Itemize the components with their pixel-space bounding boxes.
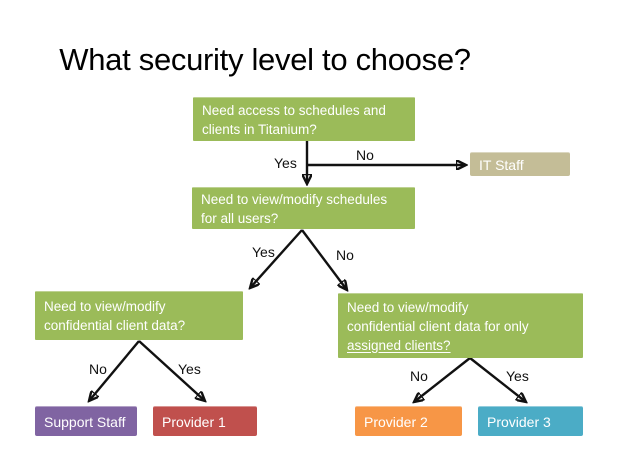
decision-box-confidential-data: Need to view/modify confidential client … [35,291,243,340]
branch-label-yes: Yes [252,244,275,260]
result-box-provider-2: Provider 2 [355,406,462,436]
decision-text-line: Need access to schedules and [202,102,386,118]
decision-text-line: clients in Titanium? [202,121,317,137]
decision-box-access-titanium: Need access to schedules and clients in … [193,97,415,141]
branch-label-yes: Yes [274,155,297,171]
decision-text-line: for all users? [201,210,279,226]
result-label: IT Staff [479,156,524,173]
result-box-support-staff: Support Staff [35,406,137,436]
page-title: What security level to choose? [59,42,471,77]
branch-label-no: No [410,368,428,384]
decision-text-line: Need to view/modify [44,299,166,314]
branch-label-yes: Yes [178,361,201,377]
branch-label-no: No [336,247,354,263]
result-box-it-staff: IT Staff [470,152,570,176]
branch-label-no: No [89,361,107,377]
result-label: Provider 1 [162,413,226,430]
decision-box-assigned-clients: Need to view/modify confidential client … [338,293,583,358]
decision-text-line: Need to view/modify schedules [201,191,388,207]
result-label: Support Staff [44,413,126,430]
decision-box-schedules-all-users: Need to view/modify schedules for all us… [192,187,415,229]
decision-text-line: confidential client data for only [347,318,529,334]
branch-label-yes: Yes [506,368,529,384]
result-box-provider-1: Provider 1 [153,406,257,436]
decision-text-line-underlined: assigned clients? [347,337,451,353]
result-label: Provider 2 [364,413,428,430]
result-box-provider-3: Provider 3 [478,406,583,436]
decision-text-line: Need to view/modify [347,299,469,315]
decision-text-line: confidential client data? [44,318,186,333]
branch-label-no: No [356,147,374,163]
result-label: Provider 3 [487,413,551,430]
